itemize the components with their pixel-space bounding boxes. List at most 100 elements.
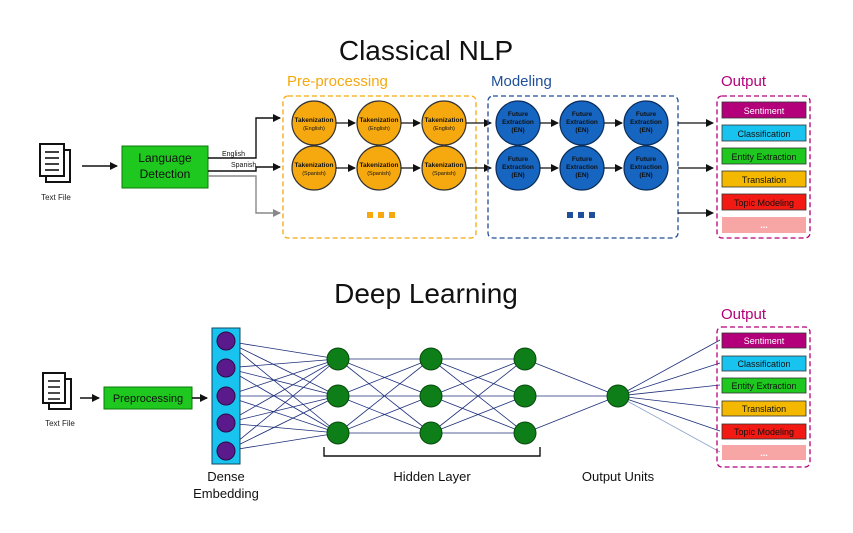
feature-label-1: Future [572,156,593,163]
deep-text-file-icon [42,372,72,410]
embedding-unit [216,358,236,378]
feature-extraction-node [623,100,669,146]
tokenization-label: Takenization [295,162,334,169]
tokenization-sub-label: (English) [368,126,390,132]
output-units-label: Output Units [582,469,655,484]
classical-output-title: Output [721,73,767,90]
output-item-box [721,377,807,394]
text-file-label: Text File [41,193,71,202]
hidden-unit [419,347,443,371]
tokenization-label: Takenization [360,162,399,169]
feature-extraction-node [623,145,669,191]
output-item-label: Classification [737,359,790,369]
feature-label-3: (EN) [575,172,588,179]
output-item-label: Entity Extraction [731,152,796,162]
output-item-label: Topic Modeling [734,198,794,208]
deep-output-list: Sentiment Classification Entity Extracti… [721,332,807,460]
feature-label-1: Future [572,111,593,118]
deep-output-title: Output [721,306,767,323]
hidden-layer-bracket [323,447,541,457]
deep-learning-title: Deep Learning [334,278,518,309]
embedding-unit [216,441,236,461]
language-detection-label-1: Language [138,151,192,165]
deep-output-frame [716,326,811,468]
output-item-box [722,217,806,233]
output-item-box [721,170,807,188]
feature-label-2: Extraction [566,164,598,171]
tokenization-label: Takenization [425,117,464,124]
feature-label-1: Future [636,156,657,163]
tokenization-sub-label: (Spanish) [367,171,391,177]
output-unit [606,384,630,408]
dense-embedding-layer [211,327,241,465]
tokenization-label: Takenization [360,117,399,124]
tokenization-label: Takenization [425,162,464,169]
deep-preprocessing-box: Preprocessing [103,386,193,410]
output-item-label: Sentiment [744,336,785,346]
hidden-layer-label: Hidden Layer [393,469,471,484]
embedding-unit [216,386,236,406]
branch-spanish-label: Spanish [231,162,256,169]
feature-label-3: (EN) [511,127,524,134]
output-item-box [721,400,807,417]
tokenization-sub-label: (English) [303,126,325,132]
text-file-icon [39,143,71,183]
hidden-unit [513,347,537,371]
feature-label-3: (EN) [511,172,524,179]
embedding-unit [216,331,236,351]
embedding-unit [216,413,236,433]
preprocessing-english-row: Takenization (English) Takenization (Eng… [291,100,467,146]
hidden-unit [513,421,537,445]
tokenization-sub-label: (English) [433,126,455,132]
output-item-label: Sentiment [744,106,785,116]
branch-english-label: English [222,151,245,158]
output-item-label: ... [760,220,768,230]
classical-output-frame [716,95,811,239]
output-item-label: Translation [742,404,786,414]
modeling-row-1 [495,100,669,146]
deep-preprocessing-label: Preprocessing [113,393,183,405]
classical-output-list: Sentiment Classification Entity Extracti… [721,101,807,233]
output-item-box [721,332,807,349]
feature-label-2: Extraction [630,119,662,126]
modeling-node-labels: Future Extraction (EN) Future Extraction… [502,111,662,179]
feature-label-1: Future [508,111,529,118]
feature-label-3: (EN) [575,127,588,134]
preprocessing-spanish-row: Takenization (Spanish) Takenization (Spa… [291,145,467,191]
hidden-layers [326,347,537,445]
modeling-frame [487,95,679,239]
output-item-box [721,147,807,165]
language-detection-box: Language Detection [121,145,209,189]
preprocessing-title: Pre-processing [287,73,388,90]
output-item-label: Translation [742,175,786,185]
output-item-box [722,445,806,460]
deep-text-file-label: Text File [45,419,75,428]
output-item-label: Classification [737,129,790,139]
hidden-unit [419,421,443,445]
output-item-box [721,101,807,119]
output-item-label: ... [760,448,768,458]
output-item-box [721,355,807,372]
hidden-unit [326,347,350,371]
feature-label-2: Extraction [630,164,662,171]
feature-label-2: Extraction [566,119,598,126]
language-detection-label-2: Detection [140,167,191,181]
feature-label-2: Extraction [502,119,534,126]
modeling-ellipsis [567,212,595,218]
network-edges [225,339,721,453]
output-item-box [721,124,807,142]
output-item-box [721,423,807,440]
tokenization-sub-label: (Spanish) [302,171,326,177]
dense-embedding-label-2: Embedding [193,486,259,501]
output-item-label: Entity Extraction [731,381,796,391]
hidden-unit [513,384,537,408]
hidden-unit [326,384,350,408]
feature-label-2: Extraction [502,164,534,171]
output-item-label: Topic Modeling [734,427,794,437]
preprocessing-frame [282,95,477,239]
hidden-unit [419,384,443,408]
feature-label-3: (EN) [639,172,652,179]
feature-label-3: (EN) [639,127,652,134]
tokenization-label: Takenization [295,117,334,124]
